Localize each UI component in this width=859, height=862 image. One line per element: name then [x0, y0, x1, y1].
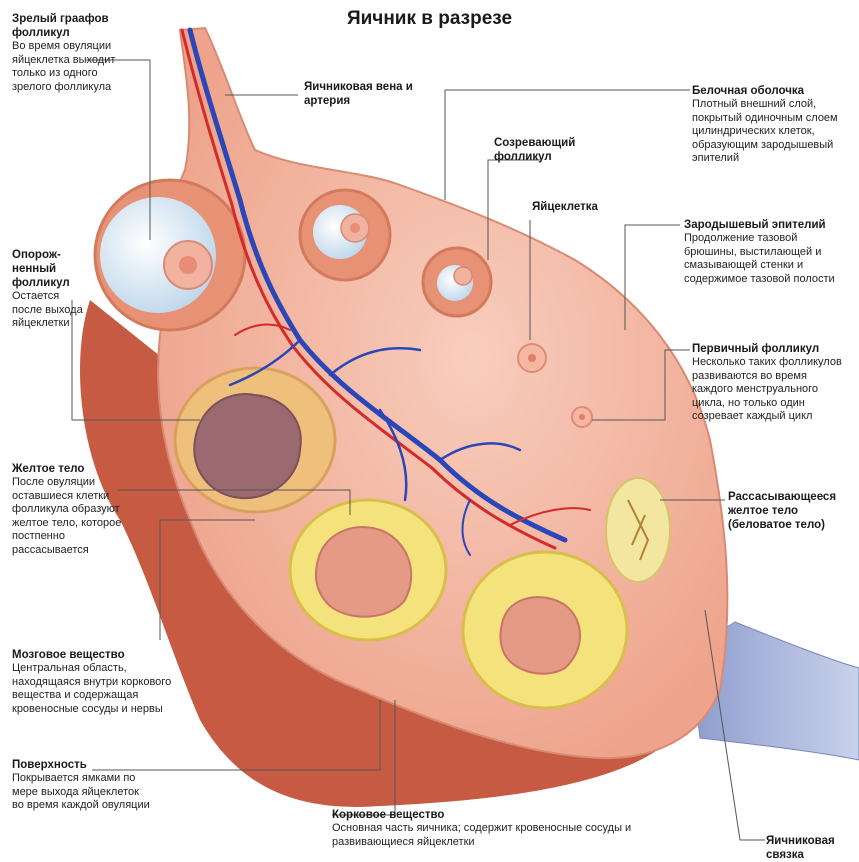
corpus-luteum-large [463, 552, 627, 708]
label-medulla-heading: Мозговое вещество [12, 648, 184, 662]
label-germinal-epithelium-heading: Зародышевый эпителий [684, 218, 844, 232]
mature-follicle [95, 180, 245, 330]
label-germinal-epithelium-text: Продолжение тазовой брюшины, выстилающей… [684, 232, 844, 286]
label-egg-cell-heading: Яйцеклетка [532, 200, 632, 214]
page-title: Яичник в разрезе [0, 8, 859, 30]
label-surface-heading: Поверхность [12, 758, 152, 772]
label-empty-follicle: Опорож-ненный фолликул Остается после вы… [12, 248, 84, 331]
label-tunica-albuginea: Белочная оболочка Плотный внешний слой, … [692, 84, 850, 166]
label-primary-follicle-heading: Первичный фолликул [692, 342, 850, 356]
label-ligament-heading: Яичниковая связка [766, 834, 856, 862]
label-medulla-text: Центральная область, находящаяся внутри … [12, 662, 184, 716]
label-surface-text: Покрывается ямками по мере выхода яйцекл… [12, 772, 152, 813]
corpus-luteum [290, 500, 446, 640]
label-tunica-albuginea-heading: Белочная оболочка [692, 84, 850, 98]
label-surface: Поверхность Покрывается ямками по мере в… [12, 758, 152, 813]
label-tunica-albuginea-text: Плотный внешний слой, покрытый одиночным… [692, 98, 850, 166]
label-empty-follicle-heading: Опорож-ненный фолликул [12, 248, 84, 290]
label-empty-follicle-text: Остается после выхода яйцеклетки [12, 290, 84, 331]
primary-follicle-2-core [579, 414, 585, 420]
label-corpus-luteum: Желтое тело После овуляции оставшиеся кл… [12, 462, 122, 557]
label-corpus-luteum-heading: Желтое тело [12, 462, 122, 476]
growing-follicle-top [300, 190, 390, 280]
label-medulla: Мозговое вещество Центральная область, н… [12, 648, 184, 716]
label-mature-follicle-text: Во время овуляции яйцеклетка выходит тол… [12, 40, 122, 94]
label-vein-artery: Яичниковая вена и артерия [304, 80, 444, 108]
label-maturing-follicle: Созревающий фолликул [494, 136, 614, 164]
label-corpus-albicans-heading: Рассасывающееся желтое тело (беловатое т… [728, 490, 854, 532]
label-egg-cell: Яйцеклетка [532, 200, 632, 214]
label-vein-artery-heading: Яичниковая вена и артерия [304, 80, 444, 108]
label-corpus-albicans: Рассасывающееся желтое тело (беловатое т… [728, 490, 854, 532]
label-germinal-epithelium: Зародышевый эпителий Продолжение тазовой… [684, 218, 844, 286]
label-ligament: Яичниковая связка [766, 834, 856, 862]
corpus-albicans [606, 478, 670, 582]
label-mature-follicle-heading: Зрелый граафов фолликул [12, 12, 122, 40]
label-mature-follicle: Зрелый граафов фолликул Во время овуляци… [12, 12, 122, 94]
label-cortex-heading: Корковое вещество [332, 808, 632, 822]
label-corpus-luteum-text: После овуляции оставшиеся клетки фоллику… [12, 476, 122, 557]
label-maturing-follicle-heading: Созревающий фолликул [494, 136, 614, 164]
primary-follicle-1-core [528, 354, 536, 362]
maturing-follicle [423, 248, 491, 316]
label-cortex: Корковое вещество Основная часть яичника… [332, 808, 632, 849]
label-primary-follicle: Первичный фолликул Несколько таких фолли… [692, 342, 850, 424]
label-primary-follicle-text: Несколько таких фолликулов развиваются в… [692, 356, 850, 424]
label-cortex-text: Основная часть яичника; содержит кровено… [332, 822, 632, 849]
